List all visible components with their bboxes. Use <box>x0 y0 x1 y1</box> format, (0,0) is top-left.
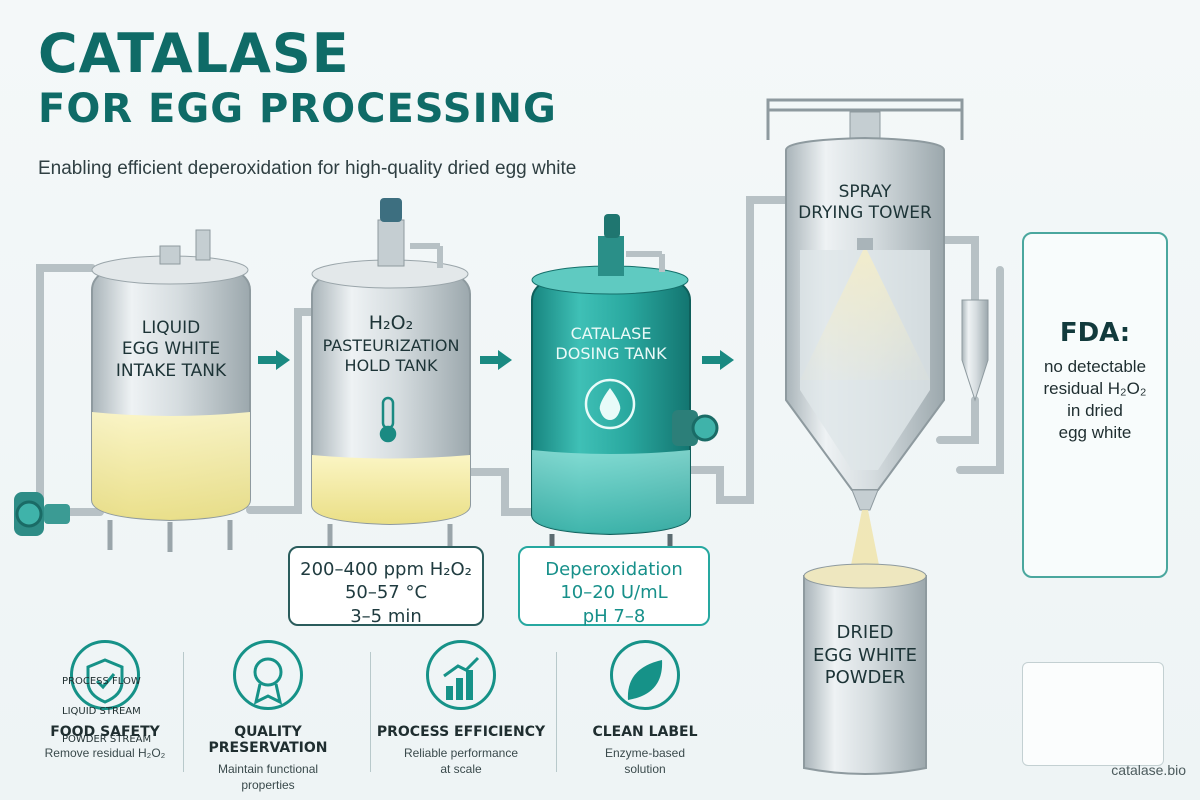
benefit-process-efficiency: PROCESS EFFICIENCY Reliable performance … <box>376 640 546 777</box>
pasteurization-line2: 50–57 °C <box>344 582 428 604</box>
benefit-desc-line2: at scale <box>440 761 482 776</box>
benefit-desc-line1: Reliable performance <box>403 746 519 760</box>
benefit-title: CLEAN LABEL <box>592 724 698 740</box>
drum-label: DRIED EGG WHITE POWDER <box>804 622 926 690</box>
legend-powder-stream: POWDER STREAM <box>62 734 152 745</box>
spray-drying-tower <box>766 98 989 570</box>
pasteurization-line3: 3–5 min <box>350 605 422 627</box>
intake-label-line2: EGG WHITE <box>121 339 221 360</box>
watermark: catalase.bio <box>1111 762 1186 778</box>
intake-tank <box>91 229 251 552</box>
dosing-label-line2: DOSING TANK <box>555 344 667 363</box>
fda-title: FDA: <box>1059 318 1131 348</box>
fda-line1: no detectable <box>1043 357 1147 376</box>
fda-text: no detectable residual H₂O₂ in dried egg… <box>1022 356 1168 444</box>
tower-label-line2: DRYING TOWER <box>798 203 932 224</box>
benefit-desc: Remove residual H₂O₂ <box>44 746 166 760</box>
benefit-divider <box>556 652 557 772</box>
thermometer-icon <box>379 396 397 443</box>
benefit-circle <box>233 640 303 710</box>
process-flow-arrow-1 <box>258 350 290 370</box>
intake-label-line3: INTAKE TANK <box>115 360 227 381</box>
benefit-divider <box>370 652 371 772</box>
hold-label-line2: PASTEURIZATION <box>322 335 460 355</box>
tower-label-line1: SPRAY <box>838 182 892 202</box>
benefit-circle <box>610 640 680 710</box>
intake-feed-pipe <box>36 264 96 504</box>
pasteurization-line1: 200–400 ppm H₂O₂ <box>300 559 472 580</box>
process-flow-arrow-3 <box>702 350 734 370</box>
benefit-title: QUALITY PRESERVATION <box>208 724 328 756</box>
dosing-label-line1: CATALASE <box>570 324 652 343</box>
benefit-desc-line2: properties <box>241 777 295 792</box>
drum-label-line2: EGG WHITE <box>812 644 917 666</box>
legend-liquid-stream: LIQUID STREAM <box>62 706 141 717</box>
page-subtitle: Enabling efficient deperoxidation for hi… <box>38 158 577 179</box>
tower-label: SPRAY DRYING TOWER <box>786 182 944 225</box>
benefit-divider <box>183 652 184 772</box>
enzyme-drop-icon <box>584 378 636 430</box>
benefit-title: PROCESS EFFICIENCY <box>376 724 546 740</box>
benefit-title: FOOD SAFETY <box>50 724 160 740</box>
benefit-desc: Enzyme-based solution <box>560 746 730 777</box>
intake-tank-label: LIQUID EGG WHITE INTAKE TANK <box>92 318 250 382</box>
fda-line4: egg white <box>1058 423 1132 443</box>
benefit-desc-line1: Enzyme-based <box>604 746 686 760</box>
benefit-quality-preservation: QUALITY PRESERVATION Maintain functional… <box>183 640 353 793</box>
powder-drum <box>803 563 927 775</box>
benefit-desc-line1: Maintain functional <box>217 762 319 776</box>
fda-panel <box>1022 232 1168 578</box>
benefit-circle <box>426 640 496 710</box>
cyclone-separator-icon <box>961 299 989 402</box>
deperoxidation-line2: 10–20 U/mL <box>560 582 668 604</box>
deperoxidation-line3: pH 7–8 <box>582 605 646 627</box>
intake-label-line1: LIQUID <box>141 318 201 338</box>
deperoxidation-line1: Deperoxidation <box>545 559 683 580</box>
benefit-desc-line2: solution <box>624 761 666 776</box>
drum-label-line1: DRIED <box>836 622 894 643</box>
page-title-line1: CATALASE <box>38 22 350 85</box>
drum-label-line3: POWDER <box>824 667 906 688</box>
dosing-tank <box>531 214 719 552</box>
deperoxidation-conditions-box: Deperoxidation 10–20 U/mL pH 7–8 <box>518 546 710 627</box>
hold-label-line1: H₂O₂ <box>368 312 414 334</box>
fda-line3: in dried <box>1067 401 1123 421</box>
hold-tank-label: H₂O₂ PASTEURIZATION HOLD TANK <box>312 312 470 376</box>
pasteurization-conditions-box: 200–400 ppm H₂O₂ 50–57 °C 3–5 min <box>288 546 484 627</box>
feed-pump-icon <box>14 492 70 536</box>
page-title-line2: FOR EGG PROCESSING <box>38 86 557 132</box>
dosing-tank-label: CATALASE DOSING TANK <box>532 324 690 364</box>
benefit-clean-label: CLEAN LABEL Enzyme-based solution <box>560 640 730 777</box>
benefit-desc: Reliable performance at scale <box>376 746 546 777</box>
benefit-circle <box>70 640 140 710</box>
legend-process-flow: PROCESS FLOW <box>62 676 141 687</box>
dosing-pump-icon <box>672 410 719 446</box>
benefit-food-safety: FOOD SAFETY Remove residual H₂O₂ <box>20 640 190 762</box>
hold-label-line3: HOLD TANK <box>344 355 438 375</box>
legend <box>1022 662 1164 766</box>
fda-line2: residual H₂O₂ <box>1043 379 1147 399</box>
hold-tank <box>311 198 471 550</box>
benefit-desc: Maintain functional properties <box>183 762 353 793</box>
process-flow-arrow-2 <box>480 350 512 370</box>
